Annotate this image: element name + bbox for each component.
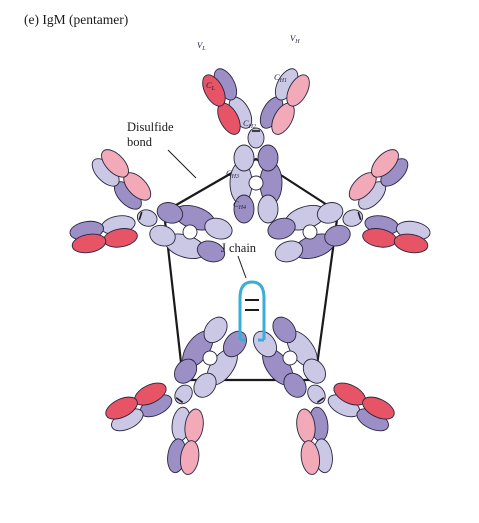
disulfide-label-line2: bond [127, 135, 153, 149]
figure-title: (e) IgM (pentamer) [24, 12, 128, 27]
vl-domain-label: VL [197, 40, 206, 52]
igm-monomer-3 [220, 292, 407, 488]
igm-monomer-5 [60, 140, 246, 299]
disulfide-label-line1: Disulfide [127, 120, 174, 134]
j-chain-leader-line [238, 256, 246, 278]
igm-monomer-2 [254, 140, 440, 299]
hinge-domain [304, 382, 329, 408]
fab-arm-left [344, 145, 412, 214]
fab-arm-right [361, 213, 431, 255]
vh-domain-label: VH [290, 33, 300, 45]
hinge-domain [171, 382, 196, 408]
hinge-domain [135, 207, 159, 228]
fab-arm-right [295, 406, 335, 476]
fab-arm-right [87, 145, 155, 214]
j-chain-label: J chain [221, 241, 257, 255]
disulfide-leader-line [168, 150, 196, 178]
fab-arm-right [102, 379, 175, 436]
ch4-domain-right [258, 195, 278, 223]
ch2-domain-left [234, 145, 254, 171]
igm-monomer-1 [198, 65, 314, 223]
fab-arm-right [256, 65, 314, 138]
fc-ring-centre [249, 176, 263, 190]
igm-monomer-4 [94, 292, 281, 488]
fab-arm-left [166, 406, 206, 476]
fab-arm-left [68, 213, 138, 255]
fab-arm-left [325, 379, 398, 436]
ch2-domain-right [258, 145, 278, 171]
hinge-domain [341, 207, 365, 228]
